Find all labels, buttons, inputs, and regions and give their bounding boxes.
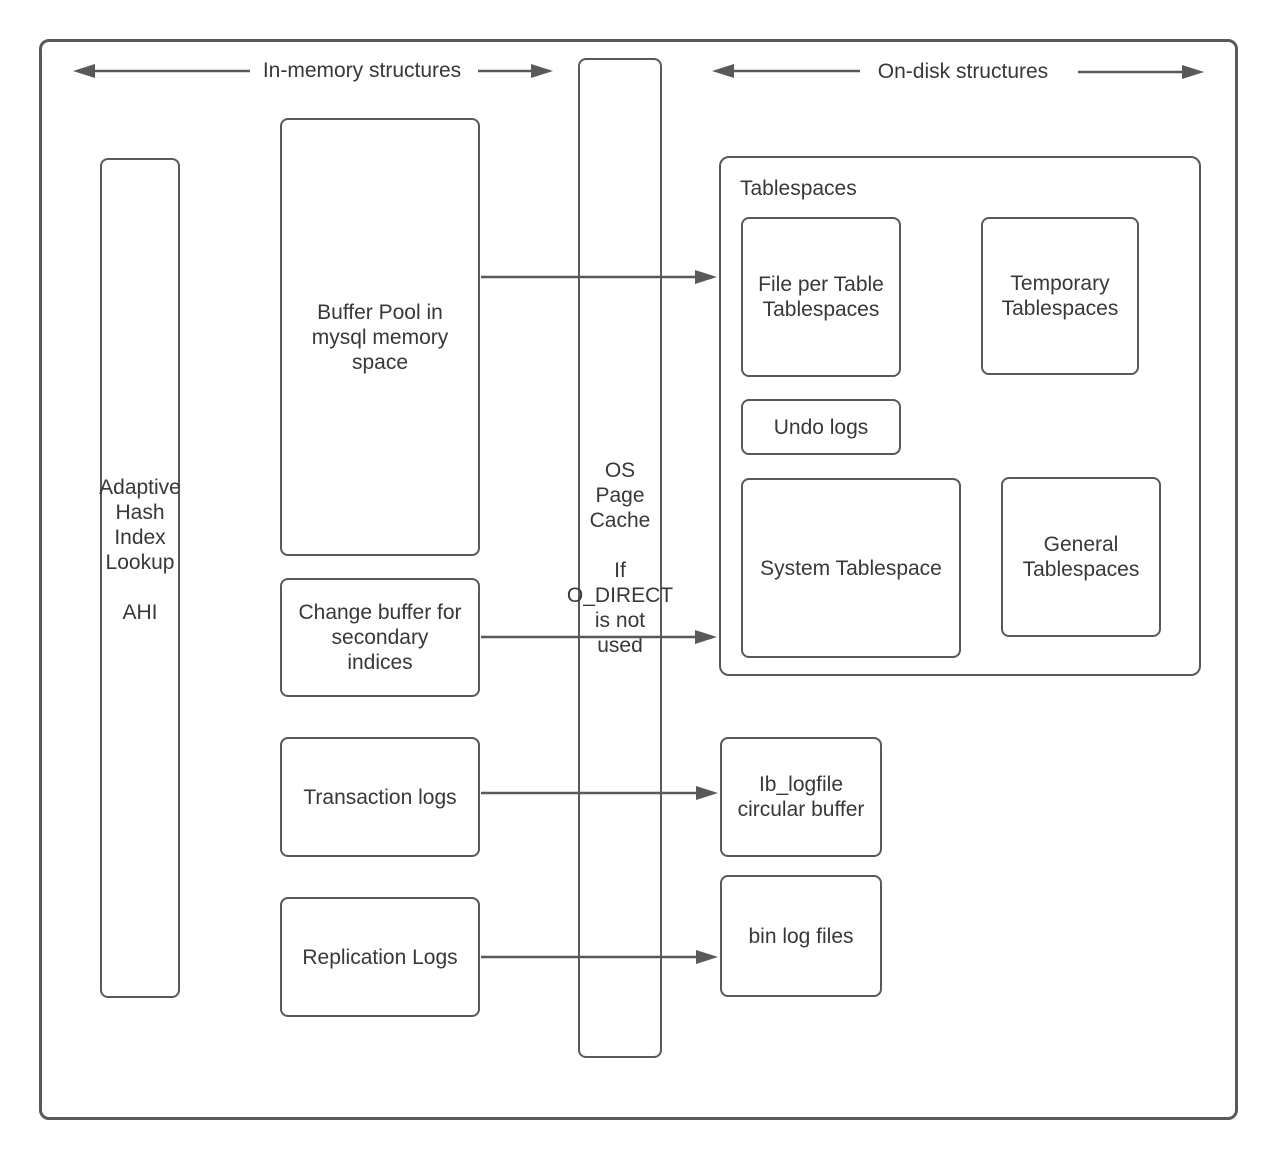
in-memory-structures-heading: In-memory structures — [262, 59, 462, 82]
box-ib-logfile-circular-buffer: Ib_logfile circular buffer — [720, 737, 882, 857]
box-temporary-tablespaces: Temporary Tablespaces — [981, 217, 1139, 375]
replication-logs-label: Replication Logs — [302, 945, 458, 969]
box-transaction-logs: Transaction logs — [280, 737, 480, 857]
general-tablespaces-label: General Tablespaces — [1022, 533, 1140, 581]
transaction-logs-label: Transaction logs — [303, 785, 457, 809]
bin-log-files-label: bin log files — [748, 924, 854, 948]
box-buffer-pool: Buffer Pool in mysql memory space — [280, 118, 480, 556]
box-bin-log-files: bin log files — [720, 875, 882, 997]
change-buffer-label: Change buffer for secondary indices — [298, 601, 462, 674]
adaptive-hash-index-label: Adaptive Hash Index Lookup AHI — [99, 476, 181, 624]
ib-logfile-label: Ib_logfile circular buffer — [737, 773, 865, 821]
box-adaptive-hash-index: Adaptive Hash Index Lookup AHI — [99, 158, 181, 998]
tablespaces-title: Tablespaces — [740, 177, 857, 200]
box-os-page-cache: OS Page Cache If O_DIRECT is not used — [567, 58, 673, 1058]
temporary-tablespaces-label: Temporary Tablespaces — [1001, 272, 1119, 320]
on-disk-structures-heading: On-disk structures — [877, 60, 1049, 83]
box-undo-logs: Undo logs — [741, 399, 901, 455]
box-replication-logs: Replication Logs — [280, 897, 480, 1017]
box-system-tablespace: System Tablespace — [741, 478, 961, 658]
box-file-per-table-tablespaces: File per Table Tablespaces — [741, 217, 901, 377]
system-tablespace-label: System Tablespace — [760, 556, 942, 580]
undo-logs-label: Undo logs — [773, 415, 869, 439]
file-per-table-tablespaces-label: File per Table Tablespaces — [758, 273, 884, 321]
buffer-pool-label: Buffer Pool in mysql memory space — [311, 300, 449, 374]
os-page-cache-label: OS Page Cache If O_DIRECT is not used — [566, 459, 674, 657]
box-general-tablespaces: General Tablespaces — [1001, 477, 1161, 637]
box-change-buffer: Change buffer for secondary indices — [280, 578, 480, 697]
